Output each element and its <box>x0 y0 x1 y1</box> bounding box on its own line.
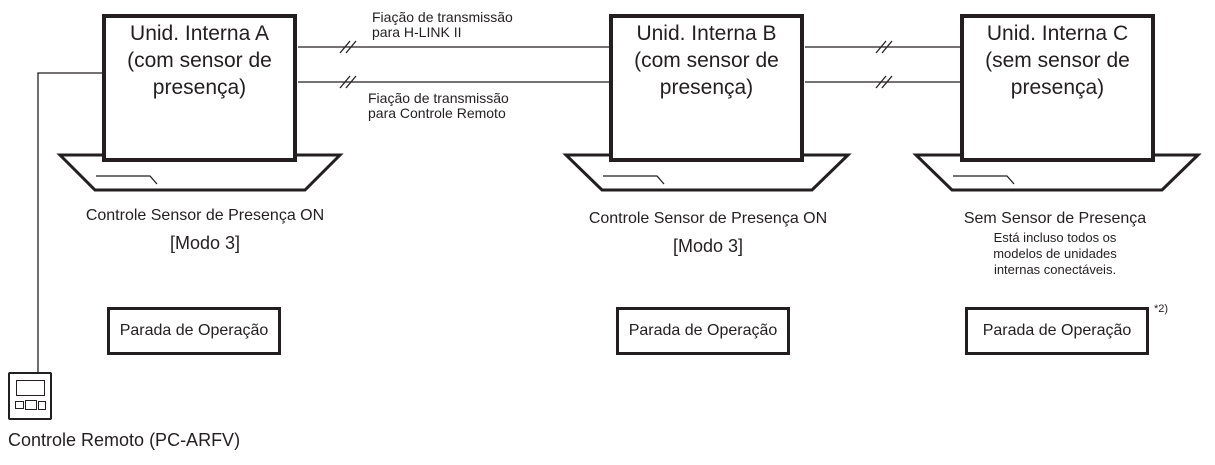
indoor-unit-a-box <box>102 14 297 162</box>
hlink-wire-label-line2: para H-LINK II <box>372 24 462 40</box>
indoor-unit-c-box <box>960 14 1155 162</box>
unit-b-status-caption: Controle Sensor de Presença ON <box>588 210 828 227</box>
remote-control-caption: Controle Remoto (PC-ARFV) <box>8 430 241 450</box>
indoor-unit-a-sensor-cont: presença) <box>152 76 247 99</box>
indoor-unit-a-sensor: (com sensor de <box>127 49 272 72</box>
unit-a-stop-box: Parada de Operação <box>107 307 281 355</box>
remote-wire-label-line1: Fiação de transmissão <box>368 90 509 106</box>
unit-c-note-line2: modelos de unidades <box>993 246 1117 261</box>
indoor-unit-a: Unid. Interna A (com sensor de presença) <box>102 14 297 169</box>
indoor-unit-c-label: Unid. Interna C (sem sensor de presença) <box>964 20 1151 101</box>
indoor-unit-b-box <box>609 14 804 162</box>
unit-c-note-line1: Está incluso todos os <box>993 230 1117 245</box>
unit-c-note-line3: internas conectáveis. <box>993 262 1117 277</box>
indoor-unit-b-label: Unid. Interna B (com sensor de presença) <box>613 20 800 101</box>
indoor-unit-c-sensor: (sem sensor de <box>985 49 1130 72</box>
remote-button-right <box>38 401 46 410</box>
indoor-unit-a-label: Unid. Interna A (com sensor de presença) <box>106 20 293 101</box>
hlink-wire-label-line1: Fiação de transmissão <box>372 9 513 25</box>
unit-c-stop-box: Parada de Operação <box>965 307 1149 355</box>
indoor-unit-c-sensor-cont: presença) <box>1010 76 1105 99</box>
remote-wire-label-line2: para Controle Remoto <box>368 105 506 121</box>
indoor-unit-b-sensor-cont: presença) <box>659 76 754 99</box>
remote-control-wire <box>37 72 105 372</box>
remote-screen <box>16 380 45 396</box>
indoor-unit-c: Unid. Interna C (sem sensor de presença) <box>960 14 1155 169</box>
unit-b-stop-box: Parada de Operação <box>616 307 790 355</box>
remote-wire-label: Fiação de transmissão para Controle Remo… <box>368 91 509 121</box>
unit-c-status-caption: Sem Sensor de Presença <box>963 210 1147 227</box>
wire-break-marks <box>339 40 893 89</box>
unit-a-status-caption: Controle Sensor de Presença ON <box>85 207 325 224</box>
remote-button-center <box>25 400 37 410</box>
indoor-unit-c-name: Unid. Interna C <box>986 22 1129 45</box>
hlink-wire-label: Fiação de transmissão para H-LINK II <box>372 10 513 40</box>
indoor-unit-b: Unid. Interna B (com sensor de presença) <box>609 14 804 169</box>
indoor-unit-b-sensor: (com sensor de <box>634 49 779 72</box>
remote-button-left <box>15 401 24 409</box>
footnote-reference: *2) <box>1154 303 1169 315</box>
indoor-unit-a-name: Unid. Interna A <box>130 22 269 45</box>
unit-b-mode-caption: [Modo 3] <box>672 236 744 256</box>
unit-a-mode-caption: [Modo 3] <box>169 233 241 253</box>
unit-c-note: Está incluso todos os modelos de unidade… <box>950 230 1160 278</box>
remote-control-icon <box>8 372 52 420</box>
indoor-unit-b-name: Unid. Interna B <box>636 22 777 45</box>
